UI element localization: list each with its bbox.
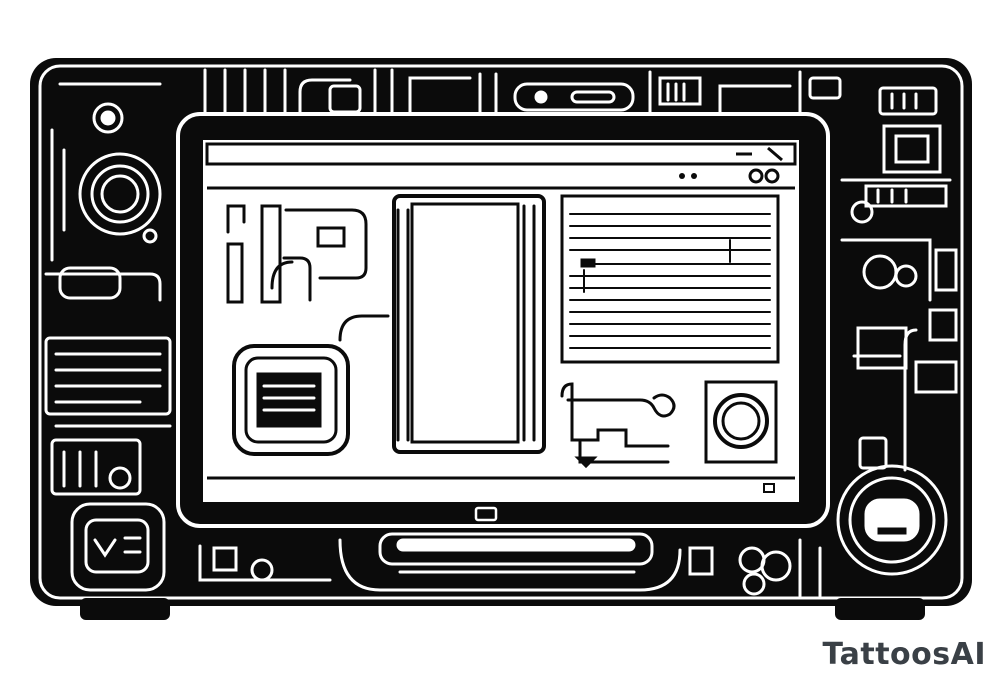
left-circuitry [44, 102, 172, 592]
top-circuitry [58, 68, 842, 114]
bottom-circuitry [198, 532, 822, 598]
watermark-logo: TattoosAI [822, 637, 986, 672]
right-circuitry [836, 86, 958, 576]
monitor [176, 112, 830, 528]
screen-content [226, 194, 780, 469]
